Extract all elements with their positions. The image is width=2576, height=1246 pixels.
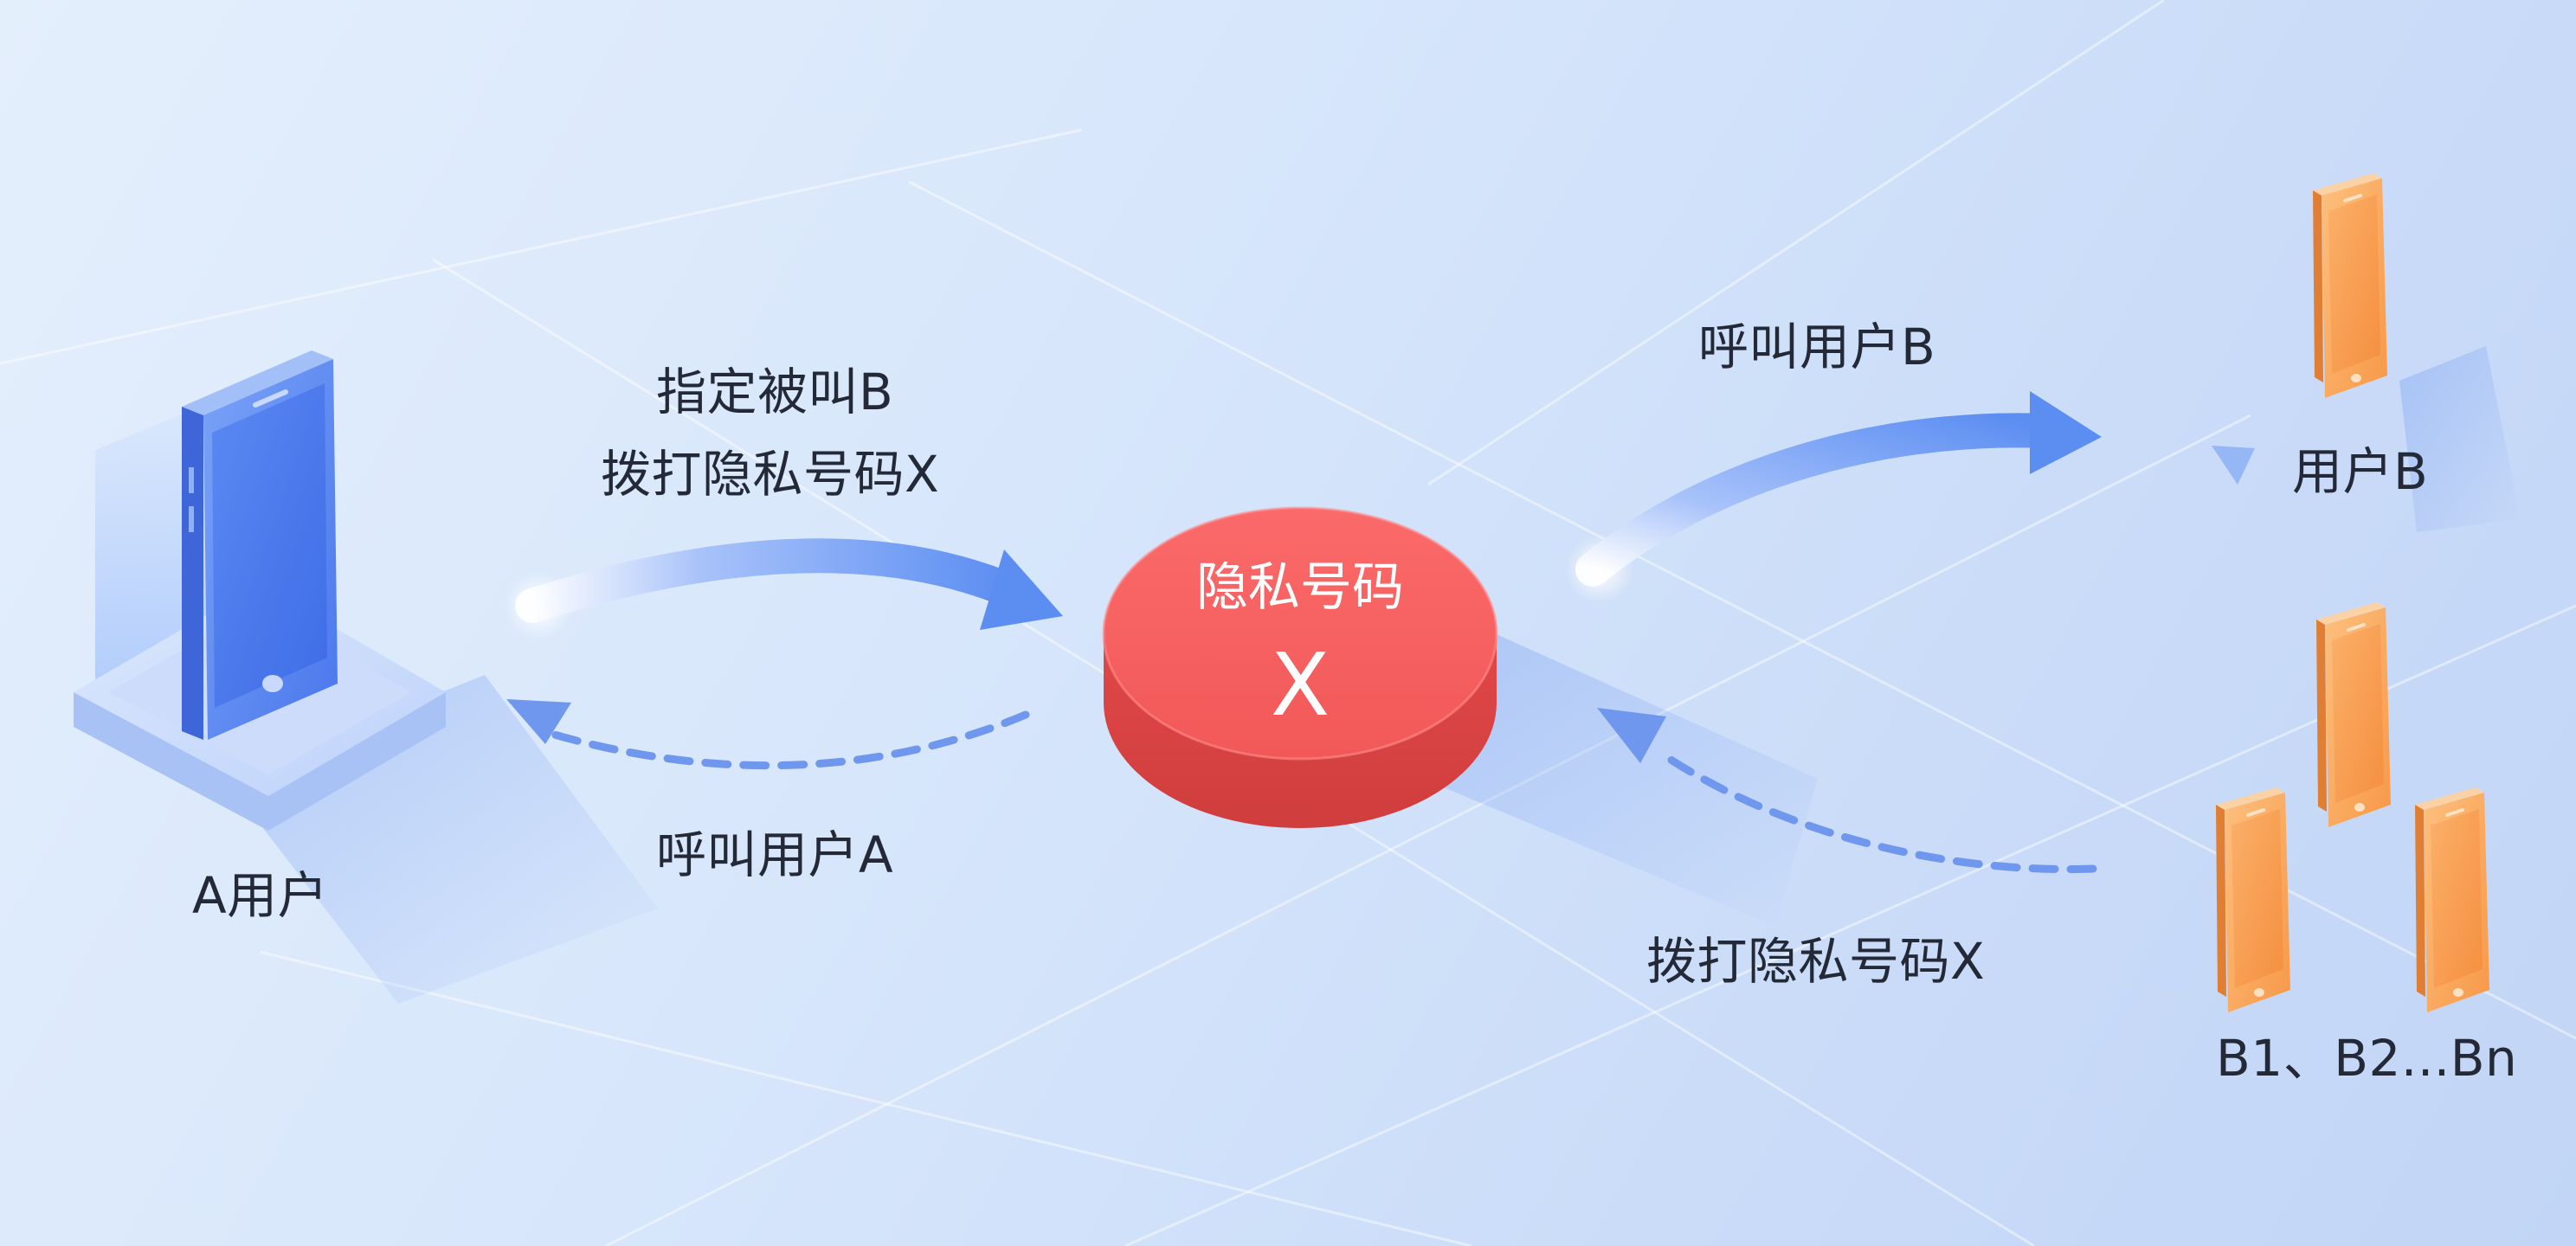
b-group-label: B1、B2...Bn bbox=[2216, 1029, 2518, 1088]
privacy-number-node bbox=[1102, 506, 1818, 926]
user-b-label: 用户B bbox=[2292, 442, 2429, 501]
arrow-a-to-x bbox=[504, 538, 1063, 640]
privacy-number-title: 隐私号码 bbox=[1196, 557, 1404, 618]
privacy-number-letter: X bbox=[1270, 634, 1330, 735]
arrow-x-to-b bbox=[1565, 391, 2102, 604]
arrow-x-to-a bbox=[506, 699, 1030, 770]
user-b-device bbox=[2313, 173, 2521, 532]
arrow-bn-to-x bbox=[1597, 708, 2097, 873]
call-user-b-label: 呼叫用户B bbox=[1698, 318, 1936, 376]
grid-arrow-to-b bbox=[2212, 446, 2255, 485]
b-group-device-right bbox=[2415, 787, 2489, 1012]
dial-instruction-line1: 指定被叫B bbox=[656, 363, 894, 421]
call-user-a-label: 呼叫用户A bbox=[656, 825, 894, 884]
dial-instruction-line2: 拨打隐私号码X bbox=[601, 445, 940, 504]
b-group-device-left bbox=[2216, 787, 2290, 1012]
b-group-device-top bbox=[2316, 602, 2391, 827]
user-a-label: A用户 bbox=[192, 866, 329, 925]
user-a-device bbox=[74, 350, 658, 1004]
dial-x-back-label: 拨打隐私号码X bbox=[1646, 932, 1986, 991]
